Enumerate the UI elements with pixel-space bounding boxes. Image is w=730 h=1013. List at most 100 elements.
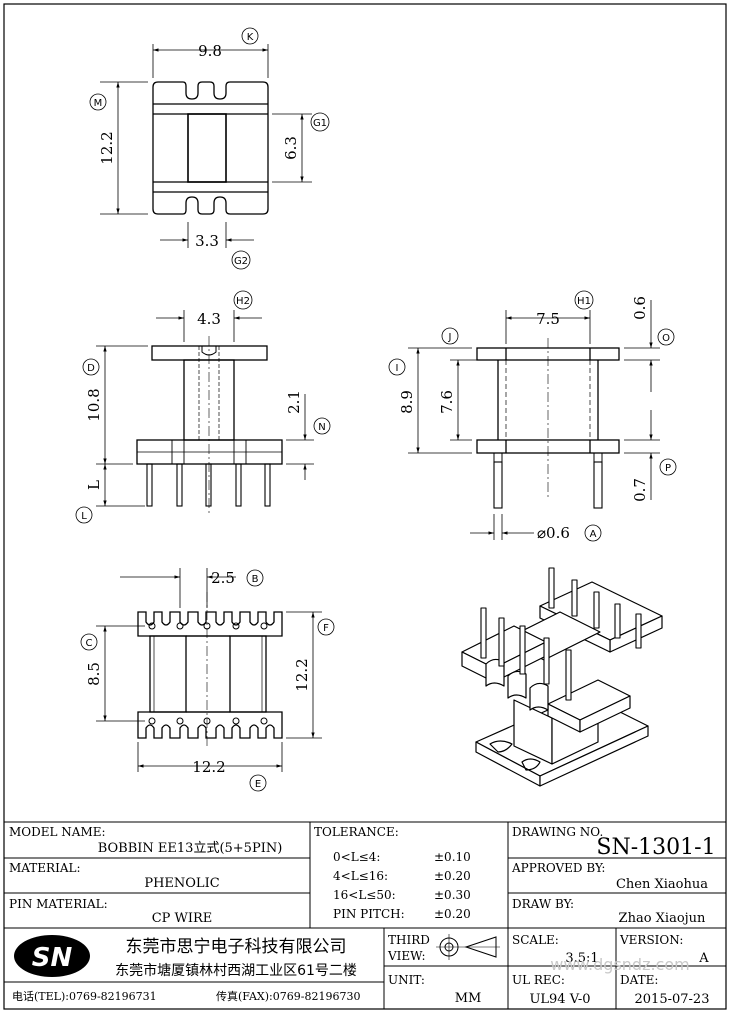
third-view-label-2: VIEW: xyxy=(387,949,426,963)
side-view xyxy=(476,338,620,509)
tag-m-circle xyxy=(89,93,107,111)
tag-a-circle xyxy=(584,524,602,542)
tag-i: I xyxy=(396,363,399,374)
bottom-pitch-dim: 2.5 xyxy=(211,569,235,587)
tag-m: M xyxy=(94,98,103,109)
tolerance-range: 0<L≤4: xyxy=(333,850,380,864)
bottom-view-dims xyxy=(80,568,335,792)
company-tel: 电话(TEL):0769-82196731 xyxy=(12,990,157,1003)
drawing-no-label: DRAWING NO. xyxy=(512,825,603,839)
tag-f-circle xyxy=(317,618,335,636)
draw-by-value: Zhao Xiaojun xyxy=(619,911,707,926)
material-label: MATERIAL: xyxy=(9,861,81,875)
top-view-dims xyxy=(89,27,330,270)
title-block-lines xyxy=(4,821,726,1009)
side-width-dim: 7.5 xyxy=(536,310,560,328)
tag-l-circle xyxy=(75,506,93,524)
tag-n-circle xyxy=(313,417,331,435)
bottom-pin-holes xyxy=(148,622,268,725)
logo-text: SN xyxy=(32,943,73,973)
side-view-dims xyxy=(388,290,677,542)
tag-k: K xyxy=(247,32,254,43)
bottom-height-dim: 12.2 xyxy=(293,658,311,691)
top-width-dim: 9.8 xyxy=(198,42,222,60)
ul-rec-label: UL REC: xyxy=(512,973,565,987)
tag-c: C xyxy=(86,638,93,649)
iso-pins xyxy=(480,567,642,701)
side-bottom-dim: 0.7 xyxy=(631,478,649,502)
tag-d: D xyxy=(87,363,95,374)
company-fax: 传真(FAX):0769-82196730 xyxy=(216,989,360,1003)
unit-value: MM xyxy=(455,991,482,1006)
front-base-dim: 2.1 xyxy=(285,390,303,414)
front-view xyxy=(136,336,283,514)
sheet-border xyxy=(3,3,727,1010)
company-name: 东莞市思宁电子科技有限公司 xyxy=(126,937,347,957)
third-view-label: THIRD xyxy=(388,933,430,947)
tag-a: A xyxy=(590,529,597,540)
pin-material-label: PIN MATERIAL: xyxy=(9,897,108,911)
tolerance-value: ±0.20 xyxy=(434,907,471,921)
tolerance-value: ±0.20 xyxy=(434,869,471,883)
tag-k-circle xyxy=(241,27,259,45)
tolerance-table: 0<L≤4: ±0.10 4<L≤16: ±0.20 16<L≤50: ±0.3… xyxy=(333,850,471,921)
bottom-left-window xyxy=(149,635,187,713)
bottom-view xyxy=(137,592,283,748)
tag-d-circle xyxy=(82,358,100,376)
side-pin-right xyxy=(593,461,603,509)
company-address: 东莞市塘厦镇林村西湖工业区61号二楼 xyxy=(115,962,357,979)
approved-by-value: Chen Xiaohua xyxy=(616,877,708,892)
top-view xyxy=(152,81,269,215)
front-height-dim: 10.8 xyxy=(85,388,103,421)
tag-o-circle xyxy=(657,328,675,346)
tag-p: P xyxy=(665,463,671,474)
tag-g2-circle xyxy=(231,250,251,270)
tag-f: F xyxy=(323,623,329,634)
front-pin-dim: L xyxy=(85,480,103,490)
isometric-view xyxy=(461,567,663,787)
draw-by-label: DRAW BY: xyxy=(512,897,574,911)
tag-h2-circle xyxy=(233,290,253,310)
tolerance-value: ±0.10 xyxy=(434,850,471,864)
tolerance-range: 4<L≤16: xyxy=(333,869,388,883)
top-height-dim: 12.2 xyxy=(98,131,116,164)
front-flange-dim: 4.3 xyxy=(197,310,221,328)
tag-n: N xyxy=(318,422,325,433)
tag-h2: H2 xyxy=(236,296,250,307)
version-value: A xyxy=(698,951,709,966)
date-label: DATE: xyxy=(620,973,658,987)
company-logo: SN xyxy=(14,935,90,977)
top-slot-dim: 3.3 xyxy=(195,232,219,250)
tag-h1-circle xyxy=(574,290,594,310)
bottom-width-dim: 12.2 xyxy=(192,758,225,776)
tag-b-circle xyxy=(246,569,264,587)
tag-b: B xyxy=(252,574,259,585)
tolerance-range: 16<L≤50: xyxy=(333,888,396,902)
side-pin-left xyxy=(493,461,503,509)
tolerance-value: ±0.30 xyxy=(434,888,471,902)
unit-label: UNIT: xyxy=(388,973,425,987)
tag-l: L xyxy=(81,511,87,522)
side-pin-dim: ⌀0.6 xyxy=(537,524,570,542)
tolerance-range: PIN PITCH: xyxy=(333,907,405,921)
bottom-top-flange xyxy=(137,611,283,637)
tag-g2: G2 xyxy=(234,256,248,267)
tag-e: E xyxy=(255,779,261,790)
tolerance-label: TOLERANCE: xyxy=(314,825,399,839)
version-label: VERSION: xyxy=(619,933,683,947)
side-top-dim: 0.6 xyxy=(631,296,649,320)
bottom-bottom-flange xyxy=(137,711,283,739)
model-name-value: BOBBIN EE13立式(5+5PIN) xyxy=(98,841,283,856)
tag-c-circle xyxy=(80,633,98,651)
tag-j-circle xyxy=(441,327,459,345)
bottom-right-window xyxy=(229,635,267,713)
material-value: PHENOLIC xyxy=(144,876,219,891)
tag-p-circle xyxy=(659,458,677,476)
model-name-label: MODEL NAME: xyxy=(9,825,106,839)
pin-material-value: CP WIRE xyxy=(152,911,213,926)
ul-rec-value: UL94 V-0 xyxy=(529,992,590,1007)
third-angle-projection-icon xyxy=(436,934,500,960)
front-pins xyxy=(146,463,271,507)
tag-i-circle xyxy=(388,358,406,376)
